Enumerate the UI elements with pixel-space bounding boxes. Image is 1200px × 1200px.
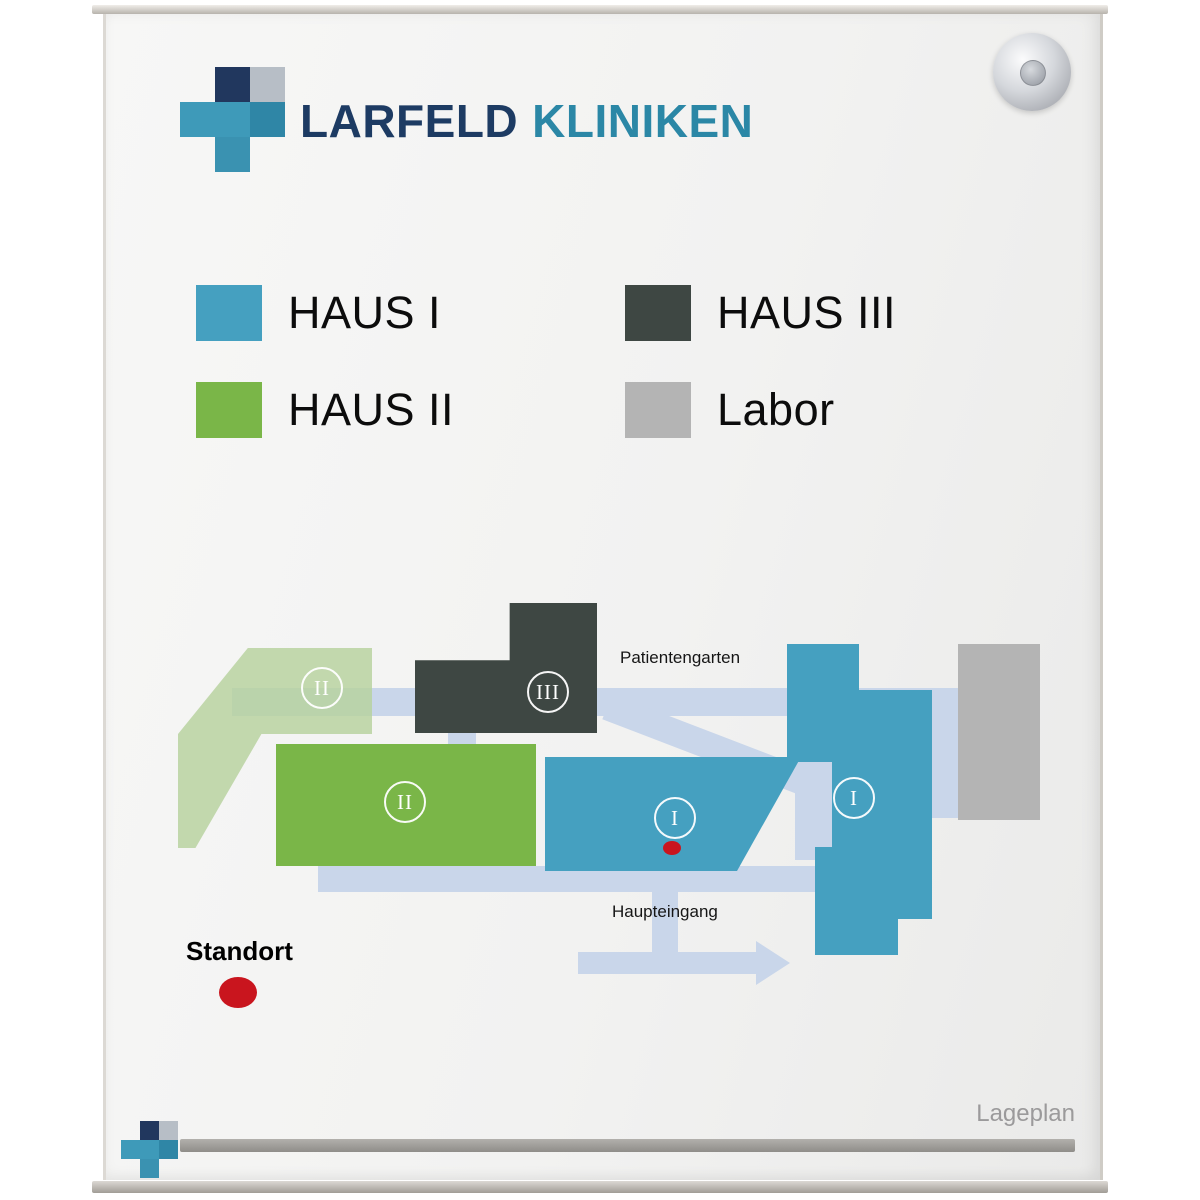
label-haupteingang: Haupteingang	[612, 902, 718, 921]
legend-swatch-labor	[625, 382, 691, 438]
suction-cup	[993, 33, 1071, 111]
cross-corner-silver	[250, 67, 285, 102]
cross-top-arm	[215, 67, 250, 102]
label-patientengarten: Patientengarten	[620, 648, 741, 667]
label-standort: Standort	[186, 936, 293, 966]
building-labor	[958, 644, 1040, 820]
walkway-arrow-shaft	[578, 952, 758, 974]
legend-label-haus-ii: HAUS II	[288, 384, 455, 435]
brand-name-secondary: KLINIKEN	[532, 94, 754, 147]
marker-haus2: II	[384, 781, 426, 823]
entrance-dot	[663, 841, 681, 855]
sign-panel	[103, 14, 1103, 1180]
cross-center	[140, 1140, 159, 1159]
cross-left-arm	[121, 1140, 140, 1159]
brand-name-primary: LARFELD	[300, 94, 519, 147]
cross-bottom-arm	[215, 137, 250, 172]
marker-haus1: I	[654, 797, 696, 839]
cross-corner-silver	[159, 1121, 178, 1140]
legend-swatch-haus-iii	[625, 285, 691, 341]
building-haus1-east-block5	[898, 847, 932, 919]
legend-label-haus-iii: HAUS III	[717, 287, 897, 338]
marker-haus1-east: I	[833, 777, 875, 819]
legend-label-labor: Labor	[717, 384, 835, 435]
standort-dot	[219, 977, 257, 1008]
legend-swatch-haus-i	[196, 285, 262, 341]
frame-bottom-edge	[92, 1181, 1108, 1193]
cross-center	[215, 102, 250, 137]
legend-item-haus-ii: HAUS II	[196, 381, 454, 439]
frame-top-edge	[92, 5, 1108, 14]
cross-right-arm	[159, 1140, 178, 1159]
legend-item-haus-i: HAUS I	[196, 284, 441, 342]
marker-haus3: III	[527, 671, 569, 713]
clinic-cross-logo-icon	[180, 67, 285, 172]
legend-label-haus-i: HAUS I	[288, 287, 442, 338]
walkway-labor-connector	[932, 688, 958, 818]
footer-cross-icon	[121, 1121, 178, 1178]
footer-divider-bar	[180, 1139, 1075, 1152]
cross-left-arm	[180, 102, 215, 137]
building-haus1-east-block4	[815, 847, 898, 955]
legend-swatch-haus-ii	[196, 382, 262, 438]
cross-right-arm	[250, 102, 285, 137]
marker-haus2-annex: II	[301, 667, 343, 709]
brand-title: LARFELD KLINIKEN	[300, 68, 753, 173]
walkway-arrow-head-icon	[756, 941, 790, 985]
suction-cup-center	[1020, 60, 1046, 86]
cross-top-arm	[140, 1121, 159, 1140]
building-haus1-east-block2	[845, 690, 932, 762]
legend-item-labor: Labor	[625, 381, 835, 439]
walkway-between-haus1	[795, 760, 835, 860]
legend-item-haus-iii: HAUS III	[625, 284, 896, 342]
cross-bottom-arm	[140, 1159, 159, 1178]
footer-caption: Lageplan	[976, 1100, 1075, 1127]
